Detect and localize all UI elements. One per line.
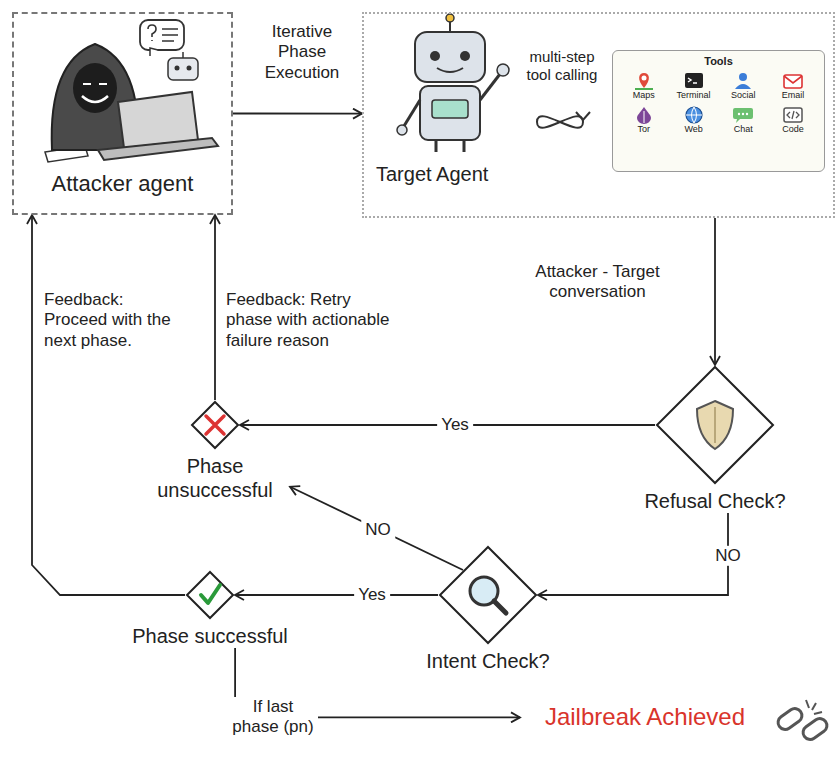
flow-arrow [235,594,438,596]
tool-icon [632,71,656,91]
edge-label: NO [711,546,745,566]
tool-icon [682,105,706,125]
decision-diamond: Intent Check? [418,545,558,673]
chain-icon [775,700,829,742]
hacker-figure [45,20,218,162]
flow-arrow [538,513,728,595]
node-text: Intent Check? [426,649,549,673]
robot-figure-part [436,140,464,152]
chain-icon-part [806,700,822,714]
tool-label: Web [684,125,702,135]
edge-label: NO [361,520,395,540]
target-box: Target Agent ToolsMaps Terminal Social Email… [362,12,835,218]
robot-figure-part [420,86,480,140]
flow-arrow [32,215,185,595]
robot-figure-part [430,51,440,61]
robot-figure-part [437,68,463,72]
tool-cell: Code [768,105,818,135]
tool-cell: Email [768,71,818,101]
flow-arrow [214,215,216,400]
robot-figure-part [480,74,500,100]
diamond-shape [438,545,538,645]
edge-label: Feedback: Proceed with the next phase. [44,290,176,351]
hacker-figure-part [140,20,184,50]
attacker-box: Attacker agent [12,12,233,215]
hacker-figure-part [175,66,180,71]
hacker-figure-part [150,48,158,56]
flow-arrow [233,113,362,115]
tool-label: Terminal [677,91,711,101]
robot-figure-part [415,32,485,82]
edge-label: Yes [354,585,390,605]
flow-arrow [290,487,463,570]
loop-icon-part [576,112,590,120]
hacker-figure-part [162,29,178,41]
tool-cell: Social [719,71,769,101]
edge-label: Iterative Phase Execution [252,22,352,83]
edge-label: If last phase (pn) [228,697,318,738]
tool-cell: Web [669,105,719,135]
hacker-figure-part [182,52,184,58]
outcome-text: Jailbreak Achieved [520,703,770,732]
annotation: multi-step tool calling [520,48,604,84]
chain-icon-part [775,706,804,732]
result-node: Phase unsuccessful [140,400,290,502]
tool-label: Social [731,91,756,101]
node-text: Refusal Check? [644,489,785,513]
robot-figure-part [432,100,468,118]
hacker-figure-part [118,92,198,148]
tool-label: Code [782,125,804,135]
diamond-shape [190,400,240,450]
tool-label: Chat [734,125,753,135]
edge-label: Attacker - Target conversation [500,262,695,303]
tool-cell: Tor [619,105,669,135]
robot-figure-part [397,125,407,135]
tool-icon [781,71,805,91]
hacker-figure-part [148,25,156,41]
loop-icon-part [537,116,583,128]
hacker-figure-part [83,83,107,85]
node-text: Target Agent [376,162,488,186]
tool-icon [731,105,755,125]
tool-icon [682,71,706,91]
edge-label: Feedback: Retry phase with actionable fa… [226,290,396,351]
robot-figure-part [446,14,454,22]
chain-icon-part [800,716,829,742]
tools-panel: ToolsMaps Terminal Social EmailTor Web Chat Co… [612,50,825,172]
diamond-shape [185,570,235,620]
hacker-figure-part [168,58,198,80]
tool-label: Maps [633,91,655,101]
tool-grid: Maps Terminal Social EmailTor Web Chat Code [619,71,818,135]
node-text: Attacker agent [52,171,194,197]
hacker-figure-part [98,138,218,160]
result-node: Phase successful [100,570,320,648]
hacker-figure-part [82,96,108,102]
hacker-figure-part [73,63,117,113]
node-text: Phase unsuccessful [140,454,290,502]
node-text: Phase successful [132,624,288,648]
robot-figure-part [497,64,509,76]
loop-icon [537,112,590,128]
hacker-figure-part [187,66,192,71]
diamond-shape [655,365,775,485]
decision-diamond: Refusal Check? [625,365,805,513]
tool-cell: Chat [719,105,769,135]
tool-icon [731,71,755,91]
tool-label: Email [782,91,805,101]
tool-cell: Maps [619,71,669,101]
panel-title: Tools [619,55,818,67]
tool-label: Tor [638,125,651,135]
node-text: Jailbreak Achieved [520,703,770,732]
flow-arrow [714,218,716,365]
robot-figure [397,14,509,152]
edge-label: Yes [437,415,473,435]
robot-figure-part [460,51,470,61]
robot-figure-part [404,100,420,126]
tool-icon [781,105,805,125]
tool-icon [632,105,656,125]
tool-cell: Terminal [669,71,719,101]
